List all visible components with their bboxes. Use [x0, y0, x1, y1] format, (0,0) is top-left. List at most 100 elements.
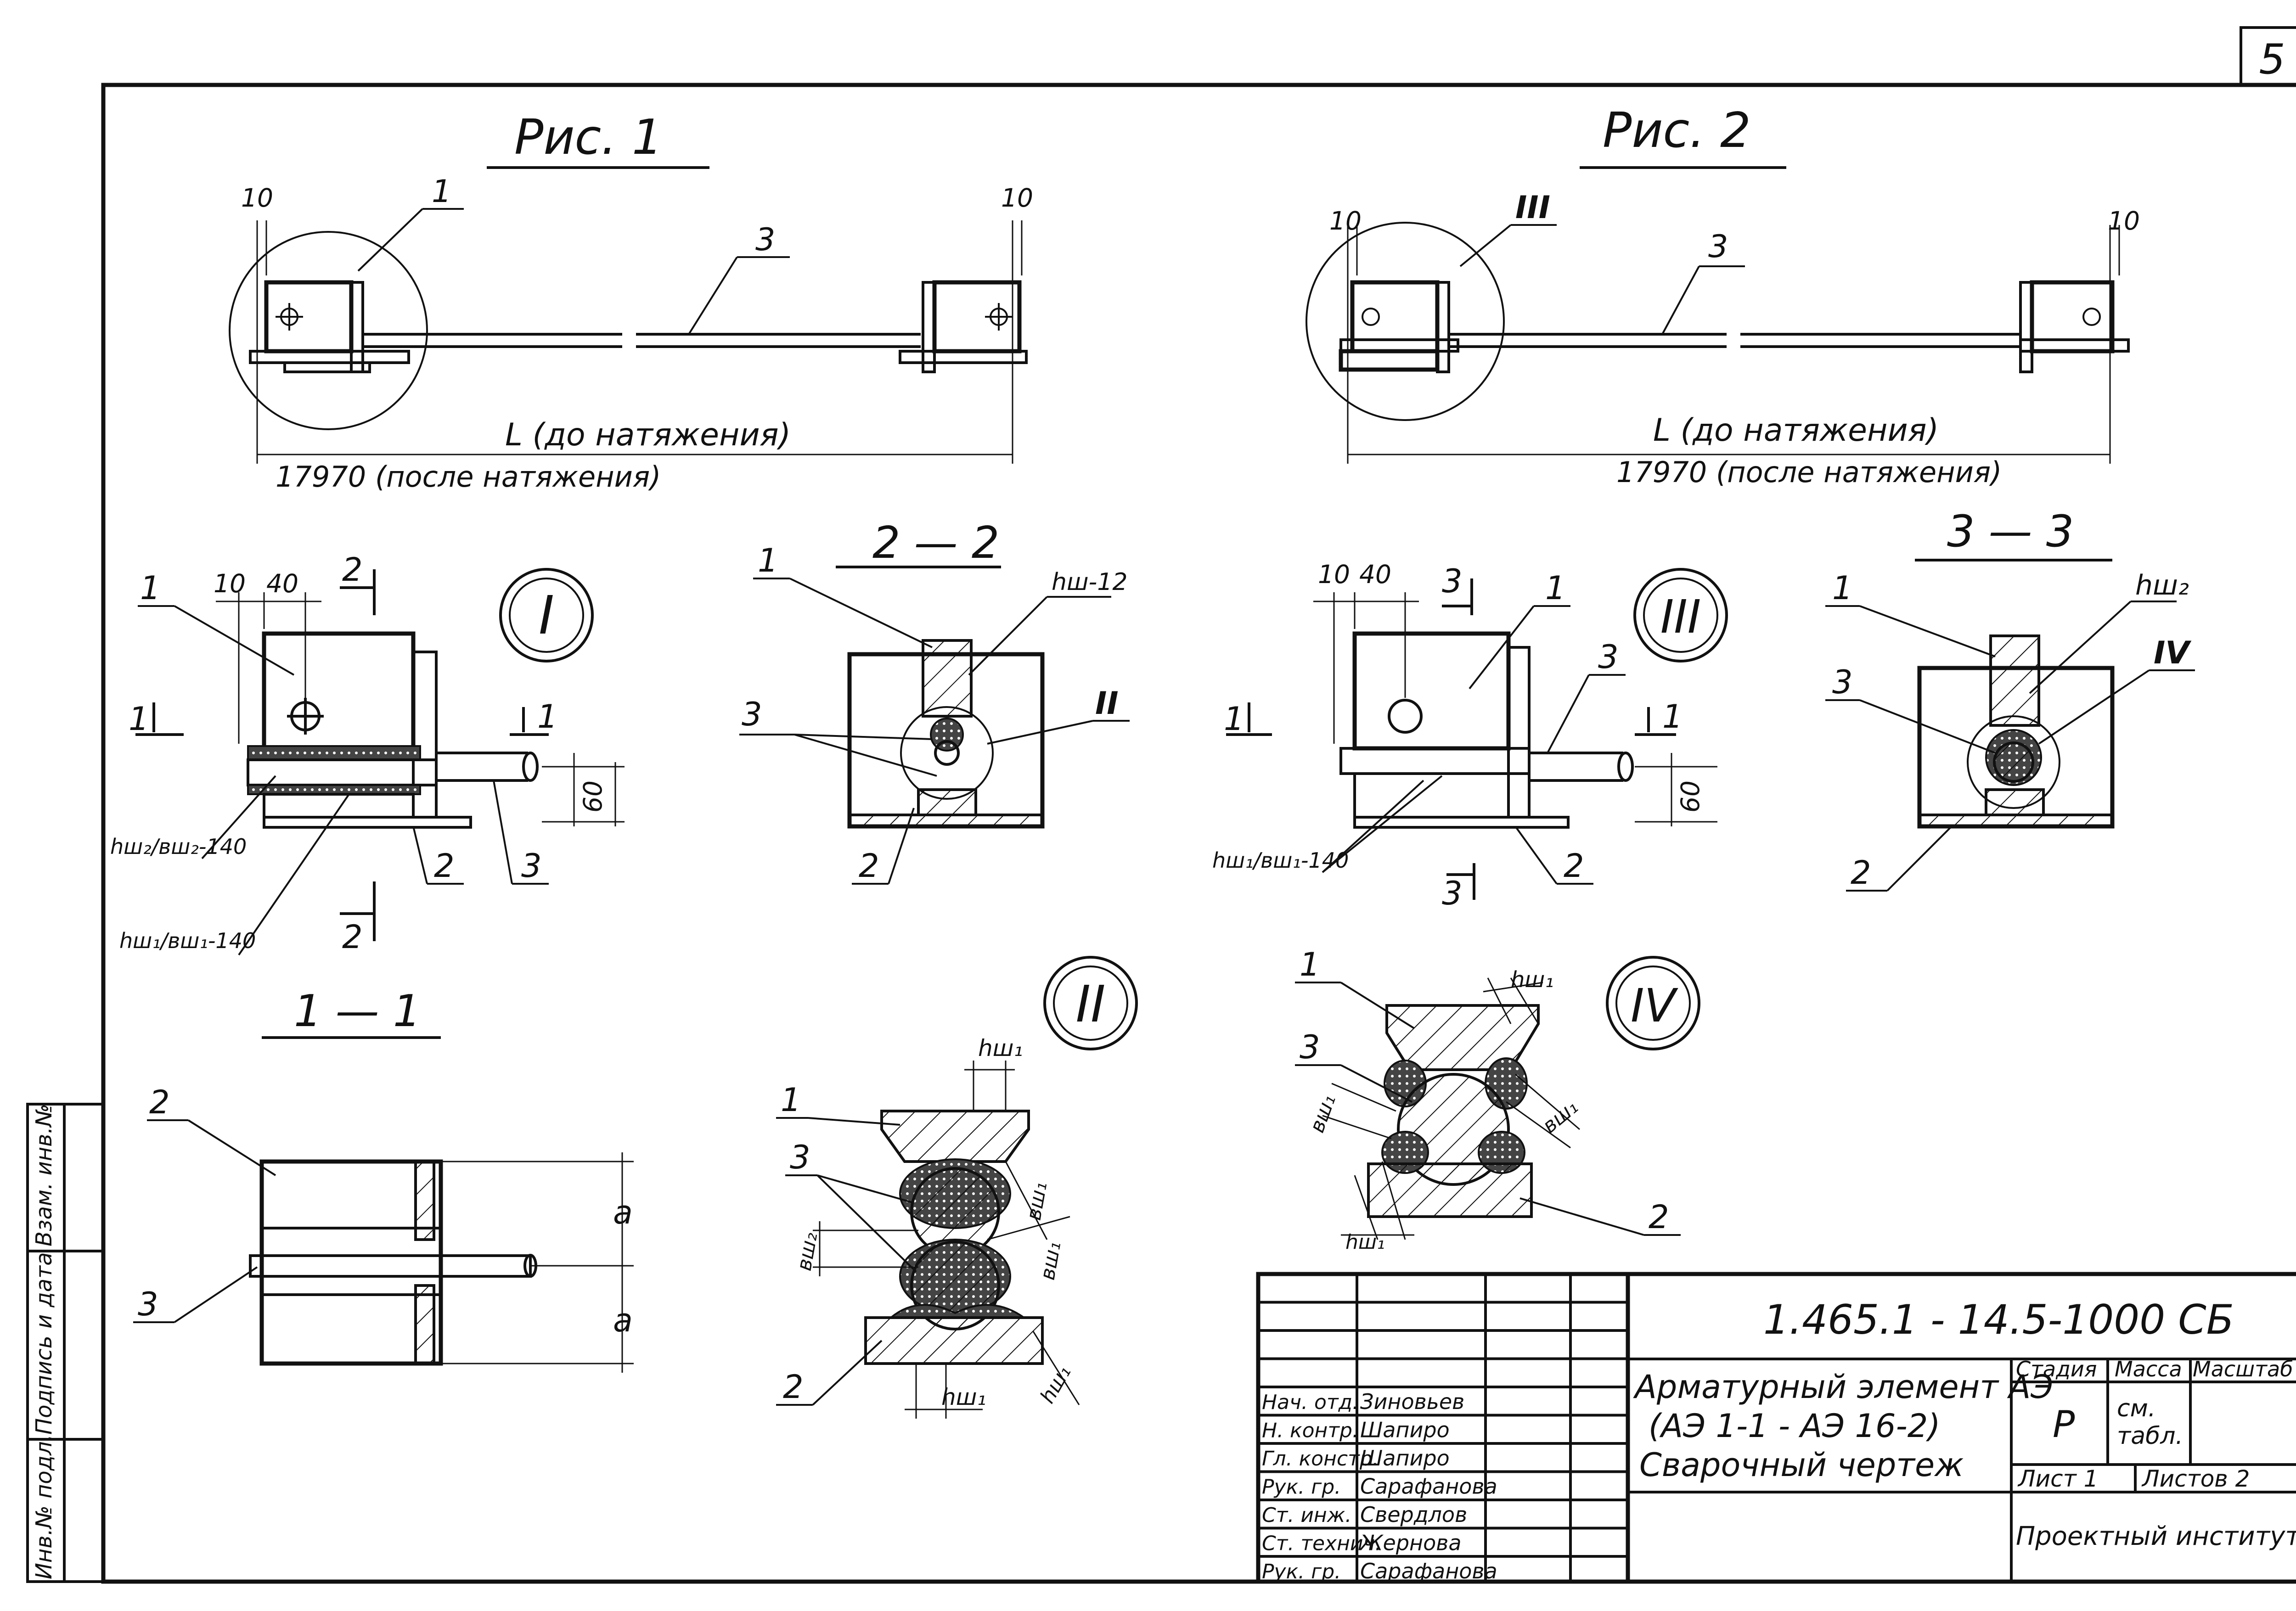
- detail-IV: IV hш₁ вш₁ вш₁ hш₁ 1 3 2: [1295, 946, 1700, 1254]
- detail2-b2: вш₂: [793, 1230, 822, 1272]
- staff-role: Нач. отд.: [1262, 1391, 1359, 1414]
- staff-name: Сарафанова: [1360, 1559, 1497, 1583]
- stage-value: Р: [2053, 1403, 2075, 1446]
- node3-cut-1-left: 1: [1224, 700, 1244, 738]
- fig2-title: Рис. 2: [1603, 102, 1751, 158]
- node3-cut-3-top: 3: [1442, 562, 1463, 600]
- node1-cut-1-left: 1: [129, 700, 149, 738]
- fig1-dim-left: 10: [241, 183, 273, 213]
- detail4-b2: вш₁: [1305, 1092, 1340, 1136]
- section22-weld: hш-12: [1052, 568, 1127, 596]
- fig2-callout-3: 3: [1708, 229, 1728, 265]
- section11-dim-a2: a: [613, 1302, 633, 1339]
- detail4-mark: IV: [1631, 979, 1678, 1033]
- detail2-h3: hш₁: [1035, 1362, 1075, 1408]
- node3-dim-10: 10: [1318, 560, 1350, 589]
- detail2-part-2: 2: [783, 1368, 804, 1406]
- section33-mark: IV: [2154, 635, 2192, 671]
- fig1-length-before: L (до натяжения): [505, 417, 791, 453]
- section33-title: 3 — 3: [1947, 506, 2074, 557]
- staff-role: Ст. технич.: [1262, 1532, 1381, 1555]
- side-stamp-replaced: Взам. инв.№: [31, 1104, 57, 1246]
- side-stamp: Инв.№ подл. Подпись и дата Взам. инв.№: [26, 1103, 105, 1583]
- title-name-line3: Сварочный чертеж: [1639, 1446, 1964, 1484]
- sheets-label: Листов 2: [2141, 1465, 2250, 1492]
- section-3-3: 3 — 3 1 3 2 hш₂ IV: [1825, 506, 2195, 892]
- node1-dim-10: 10: [214, 569, 246, 598]
- node1-dim-40: 40: [266, 569, 298, 598]
- detail4-part-1: 1: [1300, 946, 1320, 983]
- fig1-length-after: 17970 (после натяжения): [276, 460, 661, 494]
- section22-part-1: 1: [758, 542, 778, 579]
- detail2-b1: вш₁: [1022, 1180, 1052, 1222]
- node1-mark: I: [539, 585, 554, 646]
- node1-part-3: 3: [521, 847, 542, 885]
- fig1-callout-1: 1: [432, 174, 451, 210]
- staff-role: Ст. инж.: [1262, 1504, 1351, 1527]
- section11-part-2: 2: [149, 1083, 170, 1121]
- detail2-h2: hш₁: [941, 1384, 986, 1410]
- detail-II: II hш₁ вш₁ вш₂ вш₁ hш₁ hш₁ 1 3 2: [776, 956, 1138, 1419]
- node3-cut-1-right: 1: [1662, 698, 1683, 735]
- section22-title: 2 — 2: [872, 518, 999, 568]
- node3-dim-40: 40: [1359, 560, 1391, 589]
- fig2-length-after: 17970 (после натяжения): [1616, 455, 2002, 489]
- node1-part-1: 1: [140, 569, 161, 607]
- node3-cut-3-bottom: 3: [1442, 875, 1463, 912]
- node1-part-2: 2: [434, 847, 455, 885]
- node3-part-1: 1: [1545, 569, 1566, 607]
- fig2-dim-right: 10: [2108, 206, 2140, 236]
- section22-mark: II: [1095, 685, 1119, 722]
- node1-cut-2-bottom: 2: [342, 918, 363, 956]
- staff-role: Рук. гр.: [1262, 1560, 1341, 1583]
- detail4-part-3: 3: [1300, 1028, 1320, 1066]
- detail2-h1: hш₁: [978, 1035, 1023, 1061]
- section33-part-3: 3: [1832, 663, 1853, 701]
- staff-name: Шапиро: [1360, 1418, 1450, 1443]
- fig1-callout-3: 3: [755, 222, 775, 258]
- node1-weld-b: hш₁/вш₁-140: [119, 928, 256, 953]
- node3-part-2: 2: [1564, 847, 1584, 885]
- page-number: 5: [2259, 35, 2285, 84]
- organization: Проектный институт 1: [2016, 1521, 2296, 1551]
- fig1-dim-right: 10: [1001, 183, 1033, 213]
- node-III: III 10 40 3 3 1 1 1 3 2: [1212, 560, 1728, 912]
- detail4-h1: hш₁: [1511, 967, 1554, 993]
- detail4-h2: hш₁: [1345, 1230, 1385, 1254]
- node1-weld-a: hш₂/вш₂-140: [110, 834, 247, 859]
- sheet-border: [101, 83, 2296, 1584]
- detail2-part-1: 1: [781, 1081, 801, 1119]
- detail2-mark: II: [1076, 975, 1106, 1033]
- title-name-line1: Арматурный элемент АЭ: [1633, 1368, 2053, 1406]
- section11-title: 1 — 1: [294, 986, 421, 1037]
- title-name-line2: (АЭ 1-1 - АЭ 16-2): [1649, 1407, 1941, 1445]
- figure-2: Рис. 2 10 10 L (до натяжения) 17970 (пос…: [1306, 102, 2140, 489]
- detail4-part-2: 2: [1649, 1198, 1669, 1236]
- staff-name: Сарафанова: [1360, 1474, 1497, 1499]
- section33-weld: hш₂: [2135, 569, 2189, 601]
- node1-cut-2-top: 2: [342, 551, 363, 589]
- figure-1: Рис. 1 10 10 L (до натяжения) 17970 (пос…: [229, 109, 1033, 494]
- scale-label: Масштаб: [2193, 1357, 2293, 1381]
- stage-label: Стадия: [2016, 1357, 2097, 1381]
- detail2-b3: вш₁: [1036, 1240, 1066, 1281]
- section33-part-1: 1: [1832, 569, 1853, 607]
- page-number-box: [2240, 26, 2296, 86]
- sheet-label: Лист 1: [2017, 1465, 2098, 1492]
- section22-part-2: 2: [859, 847, 879, 885]
- node3-mark: III: [1660, 590, 1701, 644]
- title-code: 1.465.1 - 14.5-1000 СБ: [1763, 1296, 2234, 1343]
- node-I: I 10 40 2 2 1 1 1: [110, 551, 625, 956]
- detail2-part-3: 3: [790, 1139, 810, 1176]
- mass-value-1: см.: [2117, 1395, 2155, 1422]
- staff-role: Гл. констр.: [1262, 1447, 1379, 1471]
- staff-name: Жернова: [1359, 1531, 1462, 1555]
- side-stamp-inv-no: Инв.№ подл.: [31, 1434, 57, 1579]
- section-2-2: 2 — 2 1 3 2 hш-12 II: [739, 518, 1130, 885]
- staff-role: Н. контр.: [1262, 1419, 1359, 1443]
- mass-value-2: табл.: [2117, 1422, 2183, 1450]
- node3-part-3: 3: [1598, 638, 1619, 676]
- node3-dim-60: 60: [1676, 780, 1705, 813]
